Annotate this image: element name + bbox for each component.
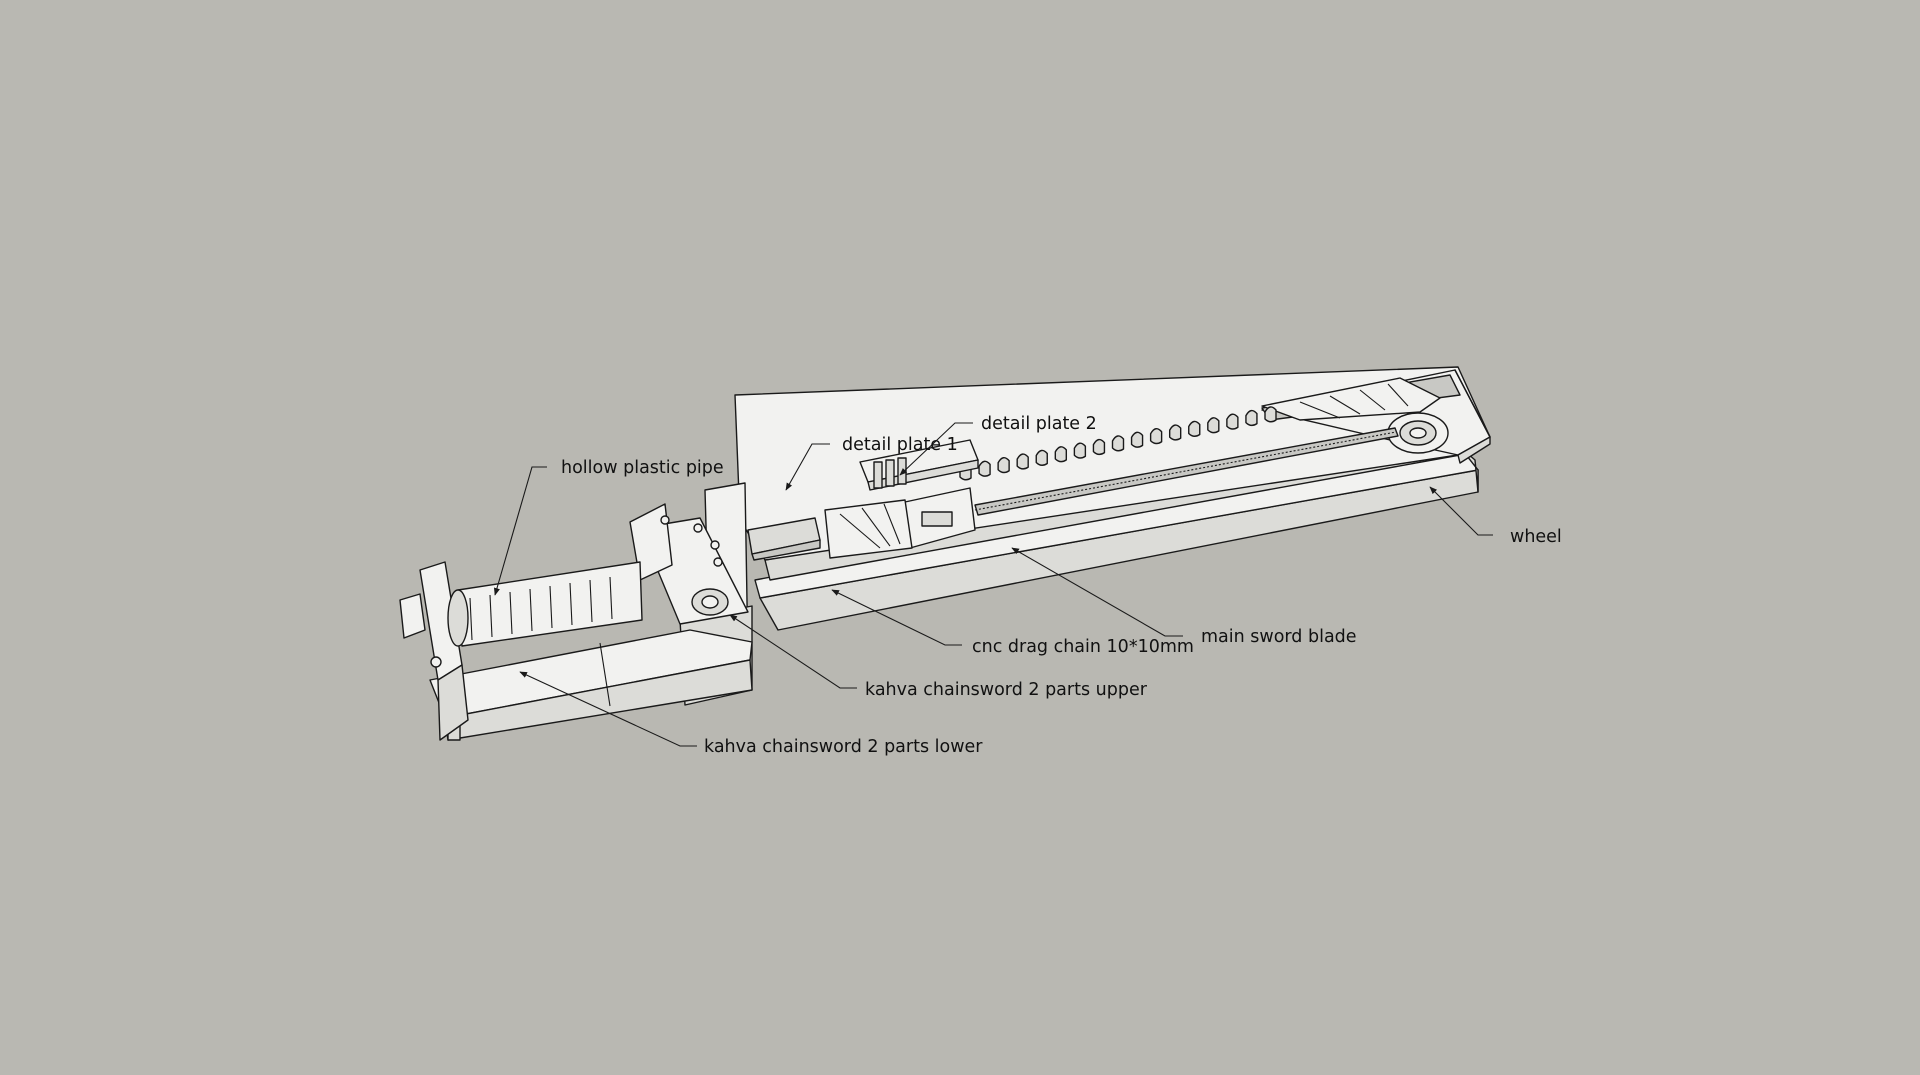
leader-detail-plate-1 (785, 443, 830, 491)
labels: hollow plastic pipe detail plate 1 detai… (561, 414, 1562, 757)
chain-tooth (1245, 409, 1258, 427)
label-kahva-upper: kahva chainsword 2 parts upper (865, 680, 1148, 700)
chain-tooth (997, 457, 1010, 474)
leader-kahva-upper (729, 614, 857, 689)
chain-tooth (1035, 449, 1048, 466)
hollow-plastic-pipe-shape (447, 561, 643, 647)
chain-tooth (1130, 431, 1144, 448)
chain-tooth (978, 460, 991, 477)
leader-cnc-drag-chain (831, 589, 962, 646)
chain-tooth (1016, 453, 1029, 470)
chain-teeth-row (959, 406, 1277, 481)
sword-model (399, 366, 1491, 741)
label-kahva-lower: kahva chainsword 2 parts lower (704, 737, 983, 757)
leader-main-sword-blade (1011, 547, 1183, 637)
chain-tooth (1111, 435, 1125, 452)
leader-hollow-plastic-pipe (493, 466, 547, 596)
label-detail-plate-1: detail plate 1 (842, 435, 958, 455)
cnc-drag-chain-shape (974, 427, 1399, 516)
chain-tooth (1149, 428, 1163, 445)
leader-wheel (1429, 486, 1493, 536)
leader-lines (493, 422, 1493, 747)
detail-plate-2-shape (859, 439, 979, 491)
chain-tooth (1226, 413, 1239, 430)
chain-tooth (1207, 417, 1220, 434)
blade-tip (1261, 369, 1491, 464)
leader-kahva-lower (519, 671, 697, 747)
chain-tooth (1054, 446, 1068, 463)
detail-plate-1-shape (747, 487, 976, 561)
chain-tooth (1188, 420, 1201, 437)
chain-tooth (1073, 442, 1087, 459)
label-main-sword-blade: main sword blade (1201, 627, 1357, 647)
chain-tooth (1168, 424, 1182, 441)
chain-tooth (1092, 438, 1106, 456)
tip-fan-plate (1261, 377, 1441, 421)
leader-detail-plate-2 (899, 422, 973, 476)
kahva-lower-shape (429, 629, 753, 741)
end-cap (399, 561, 469, 741)
label-detail-plate-2: detail plate 2 (981, 414, 1097, 434)
label-cnc-drag-chain: cnc drag chain 10*10mm (972, 637, 1194, 657)
label-wheel: wheel (1510, 527, 1562, 547)
label-hollow-plastic-pipe: hollow plastic pipe (561, 458, 724, 478)
chain-tooth (1264, 406, 1277, 423)
